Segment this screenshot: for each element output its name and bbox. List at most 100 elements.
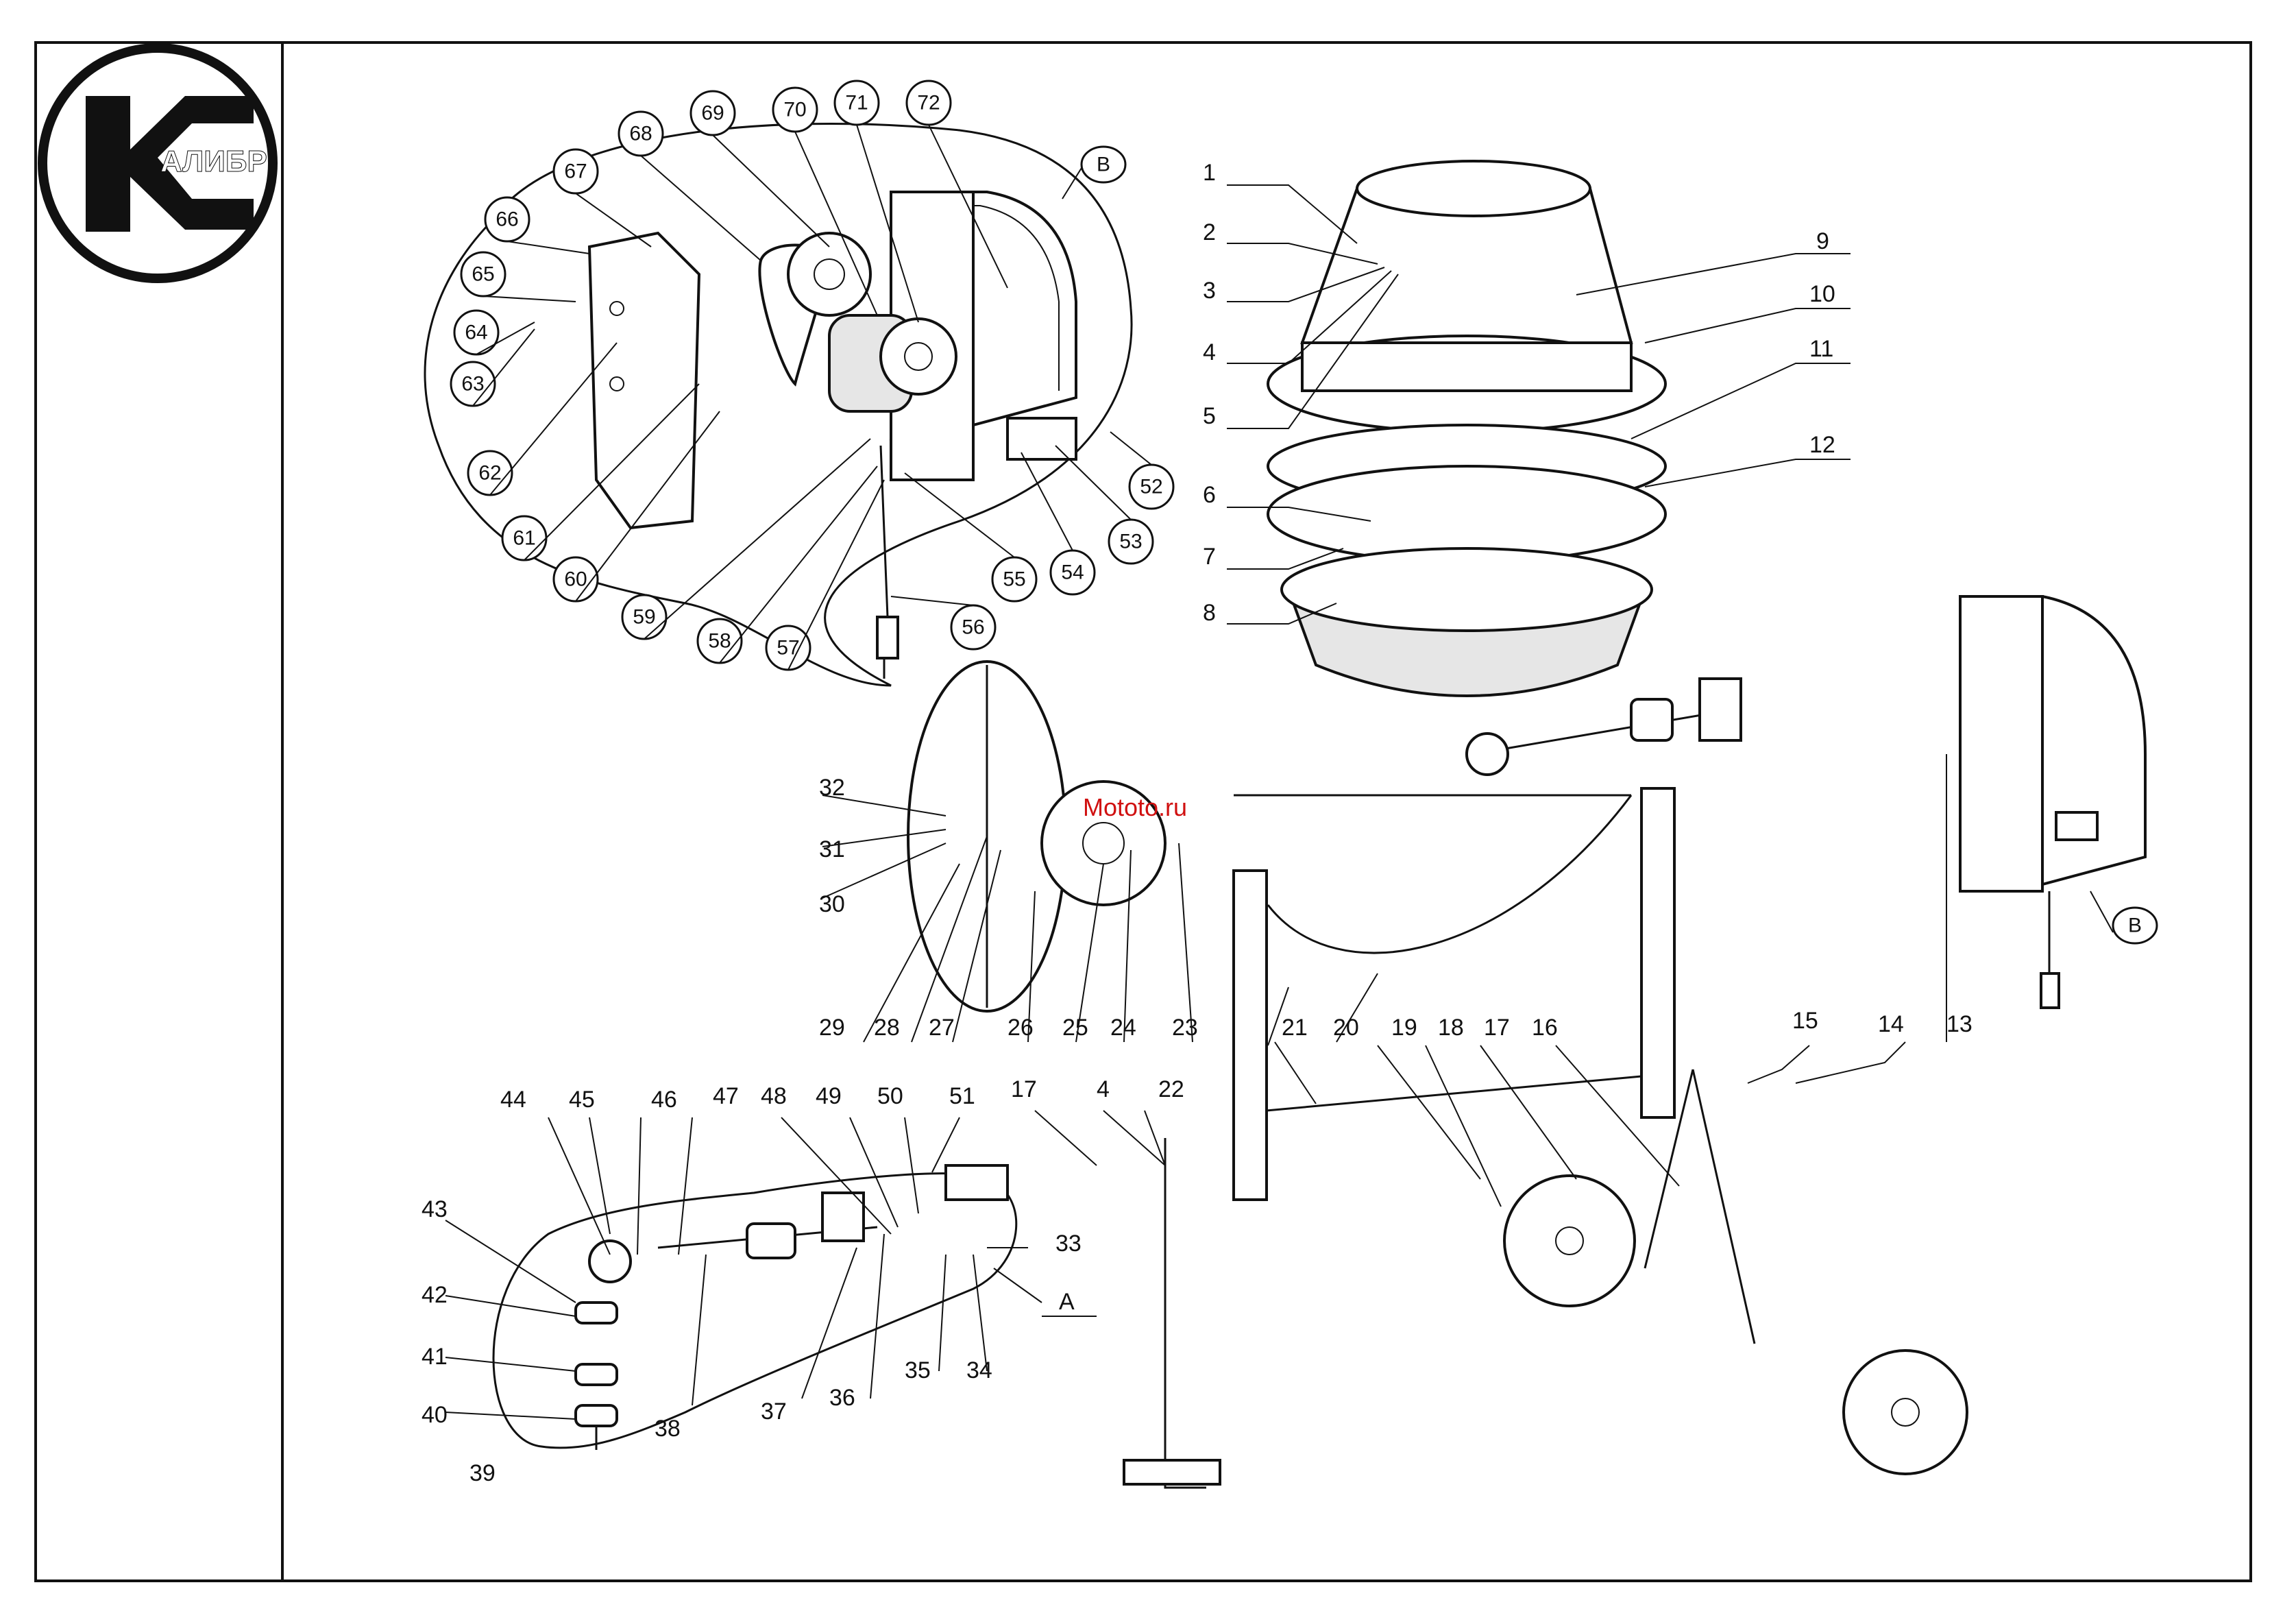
- callout-43: 43: [422, 1196, 448, 1222]
- right-wheel: [1844, 1351, 1967, 1474]
- left-wheel: [1504, 1176, 1635, 1306]
- svg-text:69: 69: [701, 102, 724, 125]
- svg-text:54: 54: [1061, 561, 1084, 584]
- callout-15: 15: [1792, 1008, 1818, 1034]
- svg-text:68: 68: [629, 123, 652, 145]
- svg-text:70: 70: [783, 99, 806, 121]
- detail-label-b-top: B: [1062, 147, 1125, 199]
- callout-63: 63: [451, 362, 495, 406]
- svg-text:62: 62: [478, 462, 501, 485]
- detail-a-outline: [493, 1174, 1016, 1448]
- callout-17b: 17: [1011, 1076, 1037, 1102]
- callout-60: 60: [554, 557, 598, 601]
- svg-text:60: 60: [564, 568, 587, 591]
- callout-32: 32: [819, 775, 845, 801]
- svg-text:B: B: [1097, 154, 1110, 176]
- detail-label-a: A: [1042, 1289, 1097, 1316]
- callout-57: 57: [766, 626, 810, 670]
- callout-19: 19: [1391, 1015, 1417, 1041]
- svg-text:67: 67: [564, 160, 587, 183]
- svg-text:59: 59: [633, 606, 655, 629]
- callout-22: 22: [1158, 1076, 1184, 1102]
- callout-33: 33: [1055, 1231, 1082, 1257]
- svg-text:61: 61: [513, 527, 535, 550]
- callout-45: 45: [569, 1087, 595, 1113]
- callout-62: 62: [468, 451, 512, 495]
- callout-10: 10: [1809, 281, 1835, 307]
- callout-55: 55: [992, 557, 1036, 601]
- watermark: Mototo.ru: [1083, 793, 1187, 821]
- callout-71: 71: [835, 81, 879, 125]
- callout-66: 66: [485, 197, 529, 241]
- svg-text:71: 71: [845, 92, 868, 114]
- mixer-frame: [1124, 788, 1755, 1488]
- callout-40: 40: [422, 1402, 448, 1428]
- callout-46: 46: [651, 1087, 677, 1113]
- svg-text:57: 57: [777, 637, 799, 659]
- callout-48: 48: [761, 1083, 787, 1109]
- callout-54: 54: [1051, 550, 1095, 594]
- callout-11: 11: [1809, 336, 1833, 362]
- callout-44: 44: [500, 1087, 526, 1113]
- frame-motor-housing: [1960, 596, 2145, 1008]
- callout-49: 49: [816, 1083, 842, 1109]
- callout-27: 27: [929, 1015, 955, 1041]
- callout-13: 13: [1946, 1011, 1973, 1037]
- callout-53: 53: [1109, 520, 1153, 564]
- mixer-drum: [1268, 161, 1665, 696]
- svg-text:B: B: [2128, 915, 2142, 937]
- callout-14: 14: [1878, 1011, 1904, 1037]
- callout-59: 59: [622, 595, 666, 639]
- callout-42: 42: [422, 1282, 448, 1308]
- svg-text:65: 65: [472, 263, 494, 286]
- callout-52: 52: [1129, 465, 1173, 509]
- callout-64: 64: [454, 311, 498, 354]
- callout-61: 61: [502, 516, 546, 560]
- callout-4b: 4: [1097, 1076, 1110, 1102]
- svg-text:53: 53: [1119, 531, 1142, 553]
- cover-plate: [589, 233, 699, 528]
- callout-41: 41: [422, 1344, 448, 1370]
- callout-50: 50: [877, 1083, 903, 1109]
- callout-25: 25: [1062, 1015, 1088, 1041]
- svg-text:66: 66: [496, 208, 518, 231]
- callout-23: 23: [1172, 1015, 1198, 1041]
- callout-18: 18: [1438, 1015, 1464, 1041]
- callout-6: 6: [1203, 482, 1216, 508]
- svg-text:64: 64: [465, 322, 487, 344]
- callout-8: 8: [1203, 600, 1216, 626]
- callout-4: 4: [1203, 339, 1216, 365]
- callout-7: 7: [1203, 544, 1216, 570]
- callout-65: 65: [461, 252, 505, 296]
- callout-69: 69: [691, 91, 735, 135]
- callout-67: 67: [554, 149, 598, 193]
- callout-17: 17: [1484, 1015, 1510, 1041]
- callout-36: 36: [829, 1385, 855, 1411]
- callout-58: 58: [698, 619, 742, 663]
- callout-20: 20: [1333, 1015, 1359, 1041]
- svg-text:56: 56: [962, 616, 984, 639]
- callout-12: 12: [1809, 432, 1835, 458]
- logo-text: АЛИБР: [160, 145, 267, 178]
- callout-26: 26: [1007, 1015, 1034, 1041]
- detail-label-b: B: [2090, 891, 2157, 943]
- callout-38: 38: [655, 1416, 681, 1442]
- callout-39: 39: [469, 1460, 496, 1486]
- callout-31: 31: [819, 836, 845, 862]
- callout-68: 68: [619, 112, 663, 156]
- callout-30: 30: [819, 891, 845, 917]
- callout-72: 72: [907, 81, 951, 125]
- callout-34: 34: [966, 1357, 992, 1383]
- callout-29: 29: [819, 1015, 845, 1041]
- callout-51: 51: [949, 1083, 975, 1109]
- logo: АЛИБР: [42, 48, 273, 278]
- callout-70: 70: [773, 88, 817, 132]
- callout-56: 56: [951, 605, 995, 649]
- callout-24: 24: [1110, 1015, 1136, 1041]
- callout-35: 35: [905, 1357, 931, 1383]
- callout-28: 28: [874, 1015, 900, 1041]
- callout-2: 2: [1203, 219, 1216, 245]
- callout-3: 3: [1203, 278, 1216, 304]
- callout-37: 37: [761, 1399, 787, 1425]
